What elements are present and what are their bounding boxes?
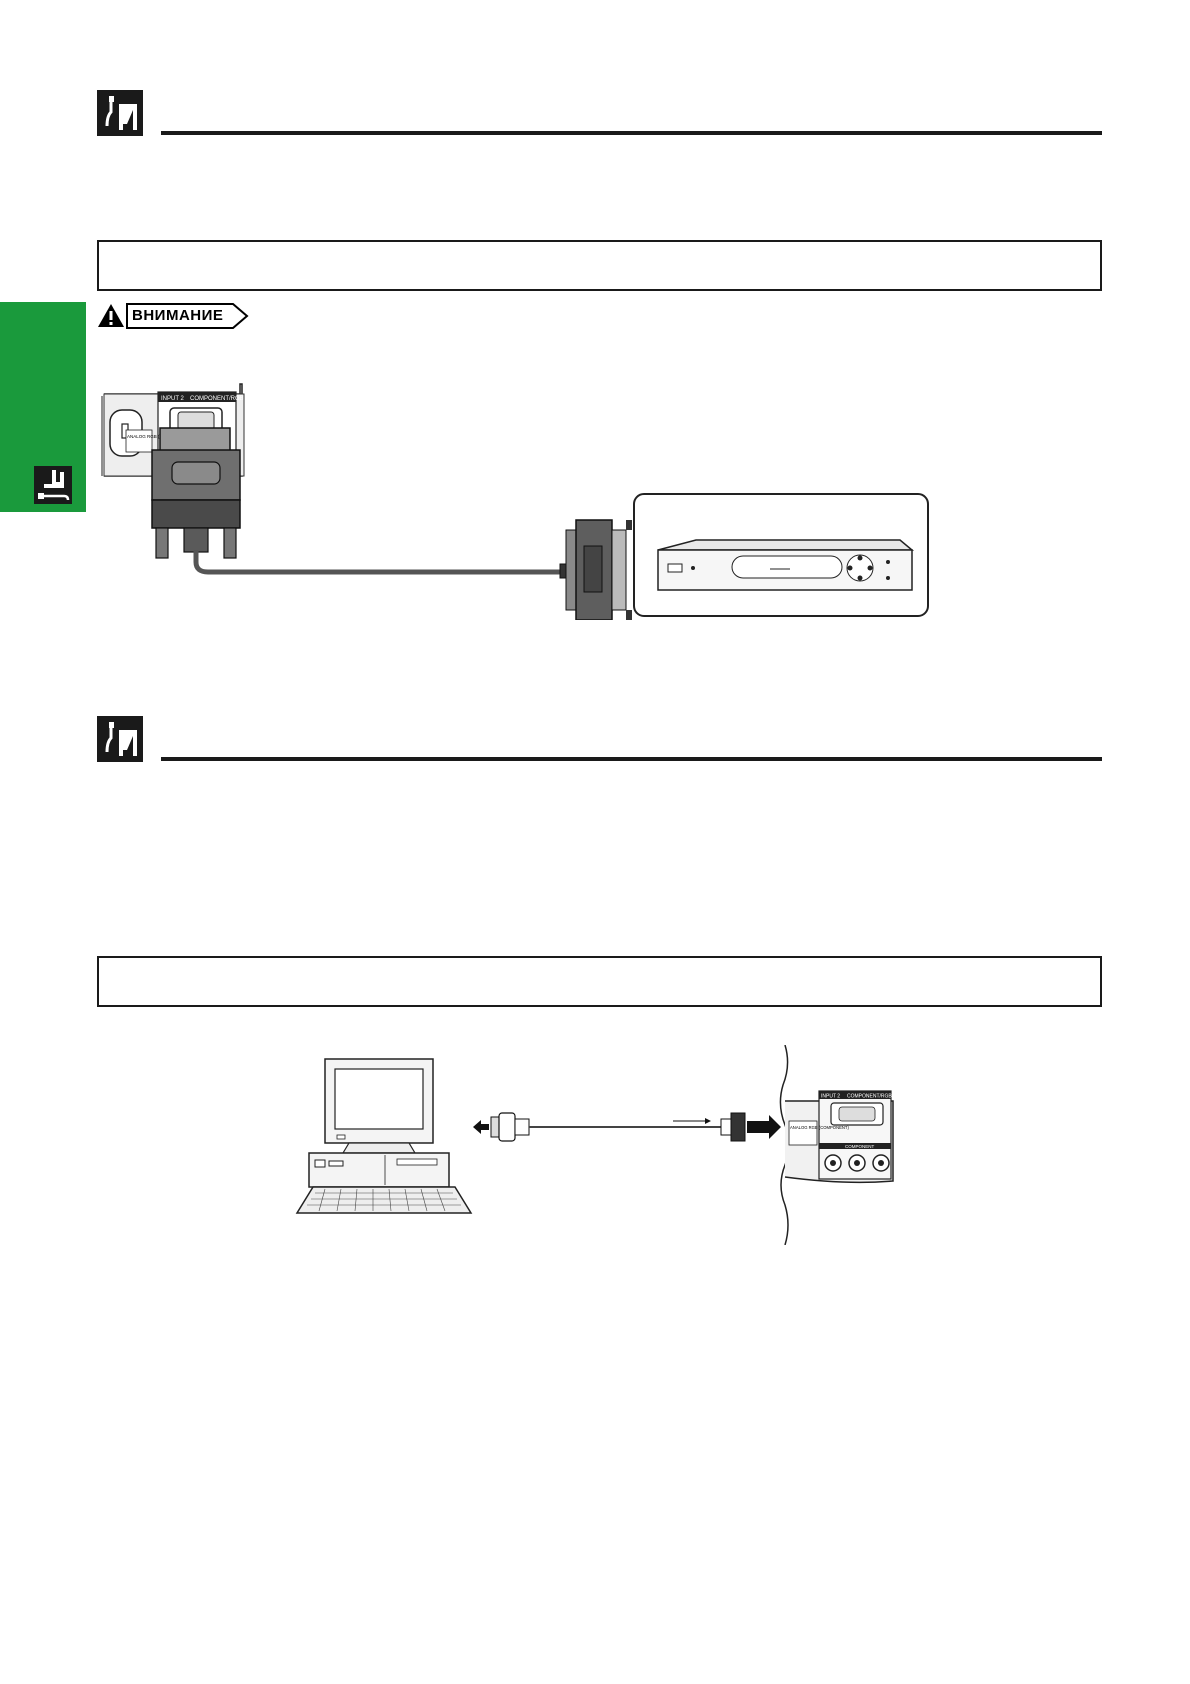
fig1-side-label: ANALOG RGB (COMPONENT): [127, 434, 191, 439]
section-2-note-box: [97, 956, 1102, 1007]
section-1-rule: [161, 131, 1102, 135]
computer-connection-section-icon: [97, 716, 143, 762]
section-2-rule: [161, 757, 1102, 761]
figure-2-illustration: INPUT 2 COMPONENT/RGB ANALOG RGB (COMPON…: [295, 1045, 894, 1245]
arrow-to-computer-icon: [473, 1120, 489, 1134]
keyboard: [295, 1186, 473, 1214]
fig1-port-label-2: COMPONENT/RGB: [190, 396, 244, 402]
fig2-port-label-3: COMPONENT: [845, 1144, 875, 1149]
fig2-port-label-1: INPUT 2: [821, 1094, 840, 1100]
fig2-port-label-2: COMPONENT/RGB: [847, 1094, 892, 1100]
figure-1-illustration: INPUT 2 COMPONENT/RGB ANALOG RGB (COMPON…: [101, 383, 929, 620]
caution-label: ВНИМАНИЕ: [132, 307, 224, 324]
fig1-port-label-1: INPUT 2: [161, 396, 185, 402]
arrow-to-projector-icon: [747, 1115, 781, 1139]
fig2-side-label: ANALOG RGB (COMPONENT): [790, 1125, 849, 1130]
chapter-side-tab: [0, 302, 86, 512]
connection-tab-icon: [34, 466, 72, 504]
connection-section-icon: [97, 90, 143, 136]
caution-badge: [98, 303, 249, 329]
section-1-note-box: [97, 240, 1102, 291]
